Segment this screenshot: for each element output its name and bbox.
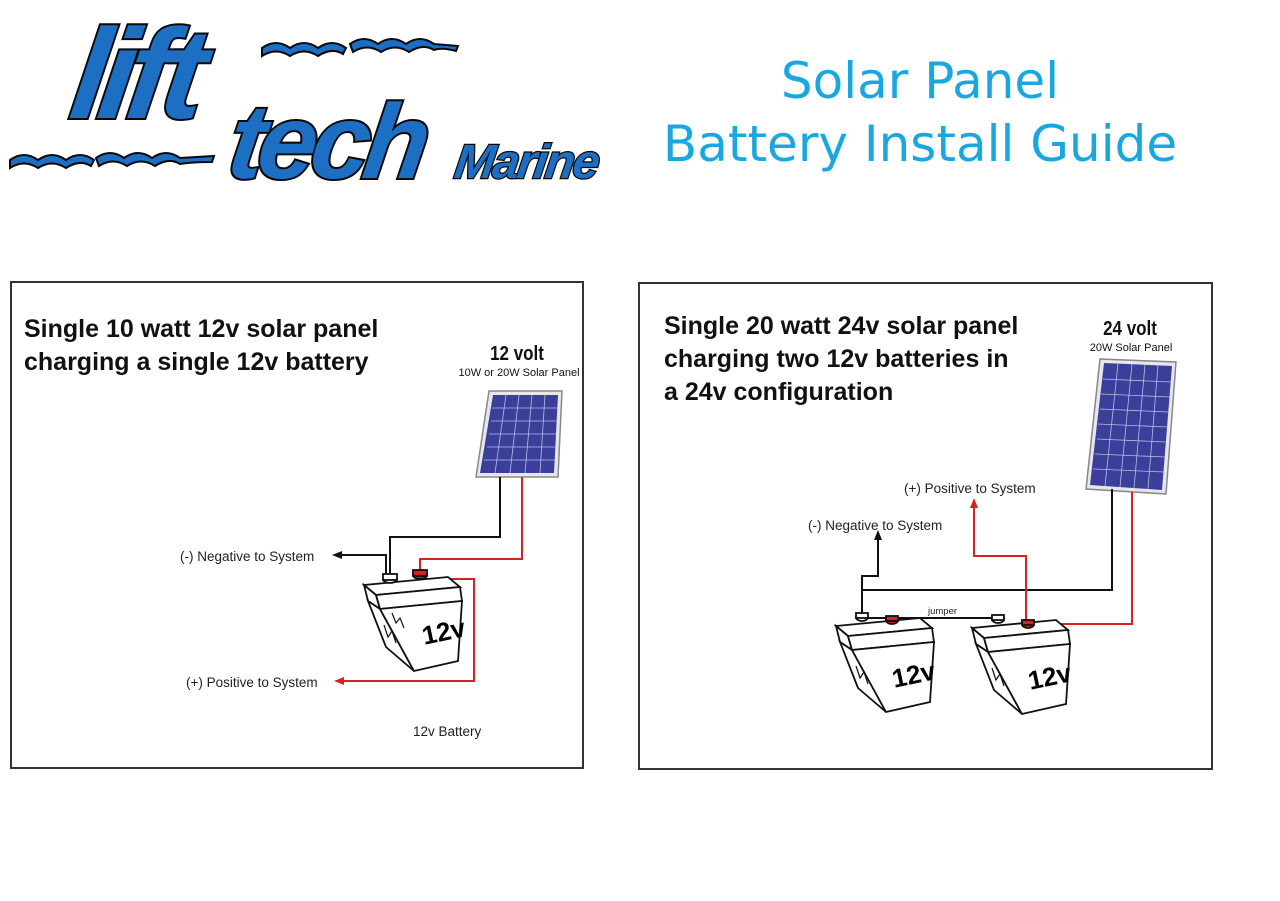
negative-to-system-label: (-) Negative to System	[808, 518, 943, 533]
battery-12v-left	[833, 612, 936, 714]
diagram-12v-single-battery: Single 10 watt 12v solar panel charging …	[10, 281, 584, 769]
page-title-line-1: Solar Panel	[780, 52, 1060, 110]
page-title-line-2: Battery Install Guide	[662, 115, 1178, 173]
battery-caption: 12v Battery	[413, 724, 482, 739]
diagram-1-title: Single 10 watt 12v solar panel charging …	[24, 315, 379, 376]
logo-lift: lift	[64, 4, 222, 146]
negative-to-system-label: (-) Negative to System	[180, 549, 315, 564]
wiring-diagram-1: 12v	[332, 390, 563, 685]
positive-arrow	[970, 498, 978, 508]
negative-arrow	[874, 530, 882, 540]
lift-tech-marine-logo: lift tech Marine	[9, 2, 604, 200]
solar-panel	[1085, 358, 1177, 495]
solar-panel	[475, 390, 563, 478]
diagram-2-title: Single 20 watt 24v solar panel charging …	[664, 312, 1019, 406]
solar-voltage-label: 12 volt	[490, 343, 544, 365]
wiring-diagram-2: 12v 12v	[833, 358, 1177, 716]
logo-marine: Marine	[451, 135, 602, 189]
diagram-24v-two-batteries: Single 20 watt 24v solar panel charging …	[638, 282, 1213, 770]
battery-12v	[361, 569, 464, 673]
positive-to-system-label: (+) Positive to System	[904, 481, 1036, 496]
solar-panel-description: 10W or 20W Solar Panel	[458, 367, 580, 379]
positive-to-system-label: (+) Positive to System	[186, 675, 318, 690]
wave-decoration	[9, 38, 460, 170]
wires	[861, 489, 1133, 628]
jumper-label: jumper	[928, 606, 958, 617]
page-title: Solar Panel Battery Install Guide	[620, 50, 1220, 176]
positive-arrow	[334, 677, 344, 685]
logo-tech: tech	[222, 82, 435, 200]
negative-arrow	[332, 551, 342, 559]
battery-12v-right	[969, 614, 1072, 716]
solar-panel-description: 20W Solar Panel	[1089, 342, 1173, 354]
solar-voltage-label: 24 volt	[1103, 318, 1157, 340]
